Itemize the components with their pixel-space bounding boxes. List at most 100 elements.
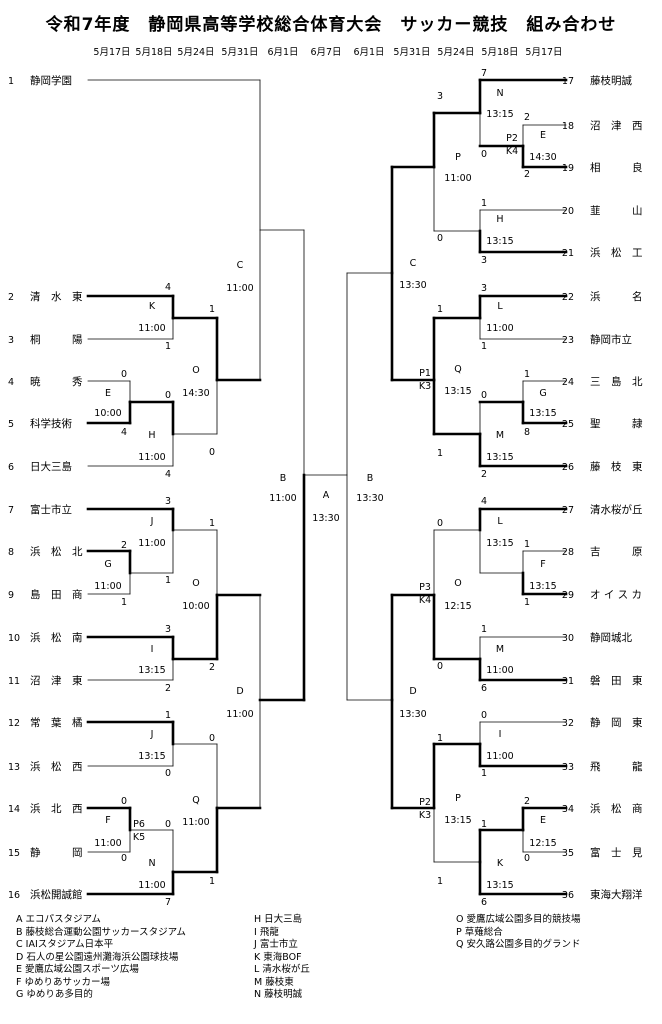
team-name: 浜 松 西 (30, 760, 83, 773)
score-r27: 2 (524, 796, 530, 807)
score-r23: 6 (481, 683, 487, 694)
round-date: 5月31日 (221, 47, 259, 58)
score-r8: 3 (481, 255, 487, 266)
score-r19: 1 (524, 539, 530, 550)
team-name: 沼 津 西 (590, 119, 643, 132)
round-date: 5月31日 (393, 47, 431, 58)
team-name: 浜 松 工 (590, 246, 643, 259)
team-name: 浜松開誠館 (30, 888, 83, 901)
bracket-label-l-e-time: 10:00 (94, 408, 121, 419)
score-s5: 4 (121, 427, 127, 438)
team-name: 磐 田 東 (590, 674, 643, 687)
score-s17: 1 (165, 710, 171, 721)
legend-item: O 愛鷹広域公園多目的競技場 (456, 914, 581, 925)
score-s3: 1 (209, 304, 215, 315)
score-s7: 4 (165, 469, 171, 480)
team-name: 沼 津 東 (30, 674, 83, 687)
bracket-label-r-p1: P (455, 152, 461, 163)
score-r26: 1 (481, 768, 487, 779)
score-r1: 7 (481, 68, 487, 79)
team-name: 東海大翔洋 (590, 888, 643, 901)
team-name: 富士市立 (30, 503, 72, 516)
team-name: 清水桜が丘 (590, 503, 643, 516)
legend-item: F ゆめりあサッカー場 (16, 976, 110, 988)
bracket-label-l-j1: J (150, 516, 154, 527)
team-no: 1 (8, 76, 14, 87)
bracket-label-r-pk2: P1 (419, 368, 431, 379)
bracket-label-r-o: O (454, 578, 461, 589)
team-name: 藤 枝 東 (590, 460, 643, 473)
team-no: 17 (562, 76, 574, 87)
bracket-label-l-d-time: 11:00 (226, 709, 253, 720)
legend-item: L 清水桜が丘 (254, 964, 310, 975)
bracket-label-l-j2-time: 13:15 (138, 751, 165, 762)
bracket-label-r-n-time: 13:15 (486, 109, 513, 120)
score-s20: 0 (121, 796, 127, 807)
score-s4: 0 (121, 369, 127, 380)
round-date: 6月1日 (353, 47, 385, 58)
bracket-label-r-f: F (540, 559, 545, 570)
score-r29: 0 (524, 853, 530, 864)
score-s22: 0 (121, 853, 127, 864)
team-no: 25 (562, 419, 574, 430)
bracket-label-l-o2-time: 10:00 (182, 601, 209, 612)
team-name: 静岡城北 (590, 631, 632, 644)
bracket-label-r-g: G (539, 388, 546, 399)
team-no: 29 (562, 590, 574, 601)
team-no: 27 (562, 505, 574, 516)
score-s18: 0 (209, 733, 215, 744)
team-no: 30 (562, 633, 574, 644)
bracket-label-l-n: N (148, 858, 155, 869)
legend-item: Q 安久路公園多目的グランド (456, 939, 581, 950)
bracket-label-l-pk2: K5 (133, 832, 145, 843)
bracket-label-l-o2: O (192, 578, 199, 589)
team-no: 22 (562, 292, 574, 303)
score-r2: 3 (437, 91, 443, 102)
team-no: 32 (562, 718, 574, 729)
team-name: 暁 秀 (30, 376, 83, 388)
team-name: 飛 龍 (590, 760, 643, 773)
score-r16: 1 (437, 448, 443, 459)
team-no: 26 (562, 462, 574, 473)
team-name: 浜 松 商 (590, 802, 643, 815)
bracket-label-l-k-time: 11:00 (138, 323, 165, 334)
team-name: 静 岡 東 (590, 716, 643, 729)
bracket-label-r-p2: P (455, 793, 461, 804)
bracket-label-r-d: D (409, 686, 416, 697)
bracket-label-r-pk2b: K3 (419, 381, 431, 392)
bracket-label-r-pk4: P2 (419, 797, 431, 808)
bracket-label-l-e: E (105, 388, 111, 399)
team-name: オ イ ス カ (590, 589, 642, 601)
bracket-label-r-q1: Q (454, 364, 461, 375)
legend-item: J 富士市立 (254, 939, 298, 950)
team-no: 2 (8, 292, 14, 303)
bracket-label-l-i: I (151, 644, 154, 655)
bracket-label-l-d: D (236, 686, 243, 697)
score-r18: 0 (437, 518, 443, 529)
score-s24: 1 (209, 876, 215, 887)
team-no: 20 (562, 206, 574, 217)
score-r20: 1 (524, 597, 530, 608)
bracket-label-r-c: C (410, 258, 417, 269)
bracket-label-r-e2: E (540, 815, 546, 826)
score-r9: 3 (481, 283, 487, 294)
bracket-label-c-a-time: 13:30 (312, 513, 339, 524)
round-date: 5月18日 (481, 47, 519, 58)
team-no: 8 (8, 547, 14, 558)
bracket-label-r-m2-time: 11:00 (486, 665, 513, 676)
bracket-label-r-l1-time: 11:00 (486, 323, 513, 334)
bracket-label-l-f-time: 11:00 (94, 838, 121, 849)
bracket-label-r-l1: L (497, 301, 503, 312)
score-s9: 3 (165, 496, 171, 507)
team-no: 4 (8, 377, 14, 388)
score-r24: 0 (481, 710, 487, 721)
score-r28: 1 (481, 819, 487, 830)
round-date: 5月17日 (93, 47, 131, 58)
bracket-label-l-q: Q (192, 795, 199, 806)
score-s12: 1 (121, 597, 127, 608)
team-no: 3 (8, 335, 14, 346)
legend-item: K 東海BOF (254, 951, 302, 963)
bracket-label-r-h-time: 13:15 (486, 236, 513, 247)
